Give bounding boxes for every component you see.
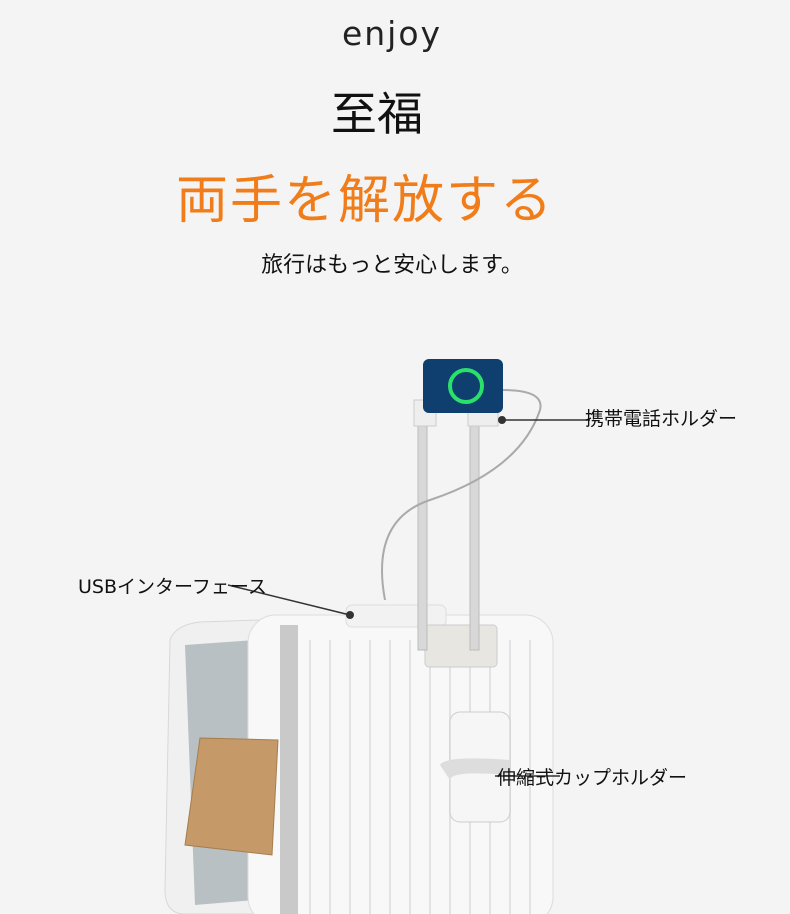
cup-holder-label: 伸縮式カップホルダー	[497, 767, 688, 789]
subtitle: 旅行はもっと安心します。	[261, 253, 523, 278]
usb-interface-label: USBインターフェース	[78, 576, 267, 598]
title: 至福	[331, 87, 423, 141]
eyebrow-text: enjoy	[341, 14, 443, 53]
headline: 両手を解放する	[175, 171, 554, 231]
phone-holder-label: 携帯電話ホルダー	[585, 408, 738, 430]
